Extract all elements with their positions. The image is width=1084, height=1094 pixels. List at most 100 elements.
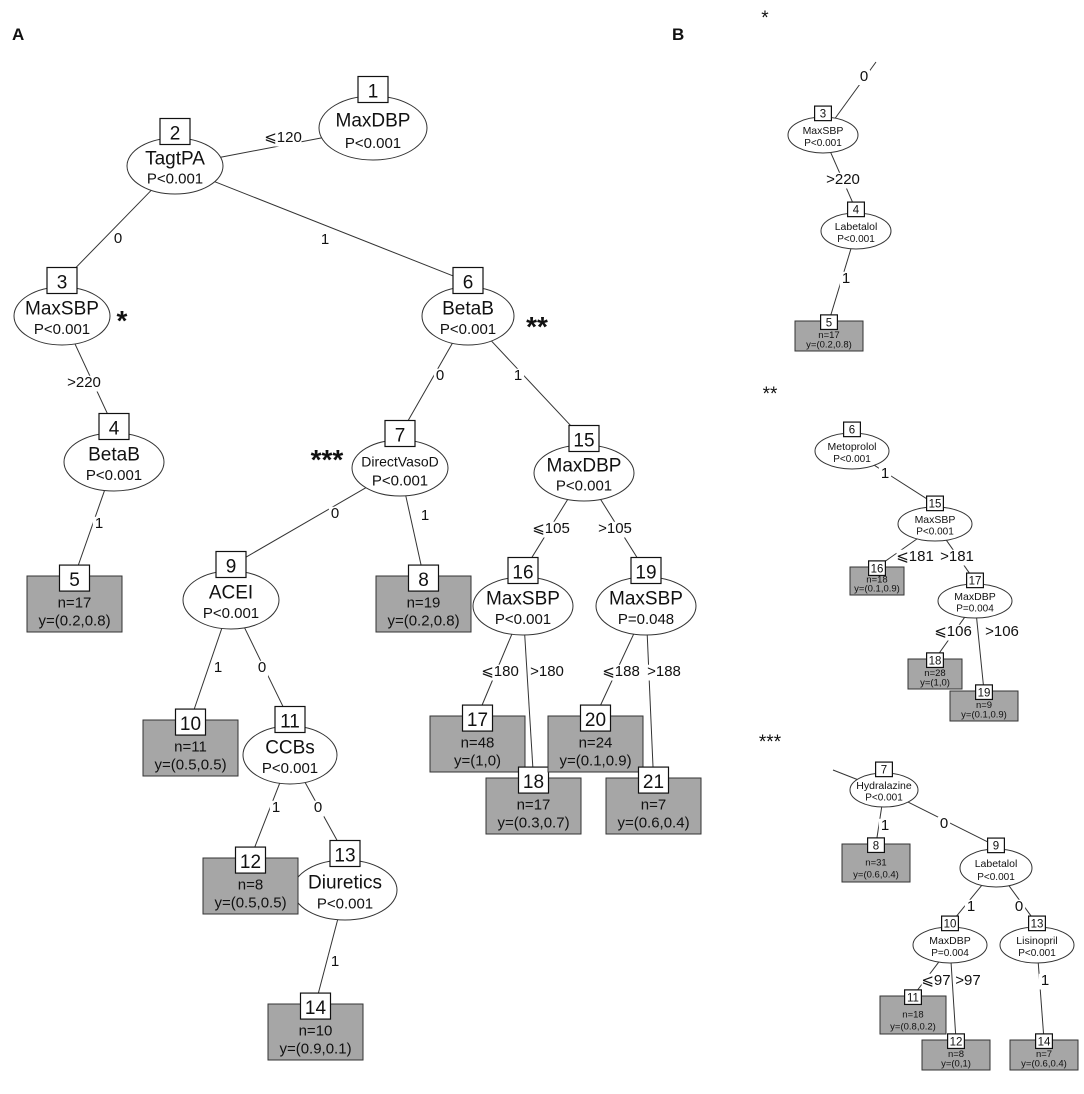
node-id: 3 [820, 109, 826, 121]
leaf-id-box [579, 704, 612, 732]
edge-label: ⩽180 [481, 663, 519, 680]
edge-tree_a-11-12 [250, 783, 281, 859]
node-id-box [940, 915, 959, 932]
leaf-id: 10 [180, 714, 201, 735]
edge-label: 0 [114, 230, 122, 247]
leaf-id-box [867, 560, 886, 577]
edge-label-bg [983, 624, 1021, 641]
edge-label-bg [824, 172, 862, 189]
edge-label: ⩽188 [602, 663, 640, 680]
node-pvalue: P<0.001 [203, 605, 259, 622]
leaf-count: n=24 [579, 734, 613, 751]
edge-tree_a-19-21 [646, 634, 654, 779]
node-id: 7 [881, 765, 887, 777]
leaf-count: n=19 [407, 594, 441, 611]
edge-label-bg [878, 818, 892, 835]
node-label: MaxSBP [486, 589, 560, 610]
leaf-count: n=31 [865, 857, 886, 868]
node-pvalue: P<0.001 [865, 793, 903, 804]
edge-label-bg [92, 516, 106, 533]
node-pvalue: P<0.001 [317, 896, 373, 913]
leaf-count: n=9 [976, 700, 992, 711]
leaf-id: 14 [1038, 1037, 1051, 1049]
node-id-box [846, 201, 865, 218]
edge-label-bg [937, 816, 951, 833]
edge-label: 1 [272, 799, 280, 816]
node-id: 6 [463, 272, 474, 293]
edge-tree_a-7-8 [405, 495, 424, 577]
subtree-title: ** [763, 384, 778, 405]
edge-label-bg [964, 899, 978, 916]
edge-label: 0 [1015, 898, 1023, 915]
node-pvalue: P<0.001 [837, 234, 875, 245]
leaf-id: 5 [69, 570, 80, 591]
edge-label-bg [311, 800, 325, 817]
edge-label: ⩽105 [532, 520, 570, 537]
edge-tree_b3-10-12 [950, 962, 957, 1041]
leaf-probability: y=(0.1,0.9) [961, 709, 1007, 720]
leaf-id-box [819, 314, 838, 331]
node-id: 7 [395, 425, 406, 446]
leaf-count: n=8 [948, 1049, 964, 1060]
leaf-id: 5 [826, 318, 832, 330]
node-id: 3 [57, 272, 68, 293]
leaf-probability: y=(0.1,0.9) [559, 752, 631, 769]
node-pvalue: P<0.001 [86, 467, 142, 484]
node-pvalue: P<0.001 [372, 472, 428, 489]
edge-label: >97 [955, 972, 980, 989]
edge-tree_a-16-18 [524, 634, 534, 779]
edge-label: >220 [67, 374, 101, 391]
leaf-count: n=7 [1036, 1049, 1052, 1060]
subtree-title: *** [759, 732, 782, 753]
edge-entry-tree_b3 [832, 769, 858, 780]
edge-label: >105 [598, 520, 632, 537]
node-label: CCBs [265, 738, 315, 759]
node-label: MaxSBP [609, 589, 683, 610]
edge-label-bg [528, 664, 566, 681]
edge-label-bg [858, 70, 870, 85]
node-pvalue: P<0.001 [147, 170, 203, 187]
edge-label-bg [211, 660, 225, 677]
edge-label: >106 [985, 623, 1019, 640]
node-pvalue: P=0.004 [956, 604, 994, 615]
edge-label: 0 [436, 367, 444, 384]
node-pvalue: P=0.048 [618, 611, 674, 628]
edge-label: >220 [826, 171, 860, 188]
node-id: 16 [512, 562, 533, 583]
leaf-count: n=28 [924, 668, 945, 679]
leaf-count: n=8 [238, 876, 263, 893]
leaf-count: n=17 [517, 796, 551, 813]
node-id: 9 [993, 841, 999, 853]
edge-label: 1 [1041, 972, 1049, 989]
node-label: Metoprolol [827, 441, 876, 453]
node-id-box [986, 837, 1005, 854]
edge-label: 1 [214, 659, 222, 676]
node-label: TagtPA [145, 149, 205, 170]
node-id: 4 [109, 418, 120, 439]
leaf-probability: y=(0.2,0.8) [387, 612, 459, 629]
edge-label: ⩽106 [934, 623, 972, 640]
leaf-id-box [517, 766, 550, 794]
edge-label-bg [596, 521, 634, 538]
edge-label-bg [532, 521, 570, 538]
edge-label-bg [481, 664, 519, 681]
edge-tree_b2-17-19 [976, 617, 985, 692]
edge-tree_b3-7-9 [907, 801, 997, 847]
node-pvalue: P<0.001 [977, 872, 1015, 883]
node-id-box [925, 495, 944, 512]
node-pvalue: P<0.001 [916, 527, 954, 538]
leaf-id: 11 [907, 993, 919, 1005]
edge-label: 1 [514, 367, 522, 384]
edge-label-bg [938, 549, 976, 566]
node-id: 1 [368, 81, 379, 102]
node-id-box [1027, 915, 1046, 932]
leaf-id: 16 [871, 564, 884, 576]
node-label: Labetalol [835, 221, 878, 233]
node-id-box [159, 117, 191, 146]
edge-label-bg [318, 232, 332, 249]
leaf-id: 14 [305, 998, 327, 1019]
node-pvalue: P<0.001 [440, 321, 496, 338]
node-id: 11 [280, 711, 300, 732]
edge-tree_a-2-3 [61, 189, 152, 283]
